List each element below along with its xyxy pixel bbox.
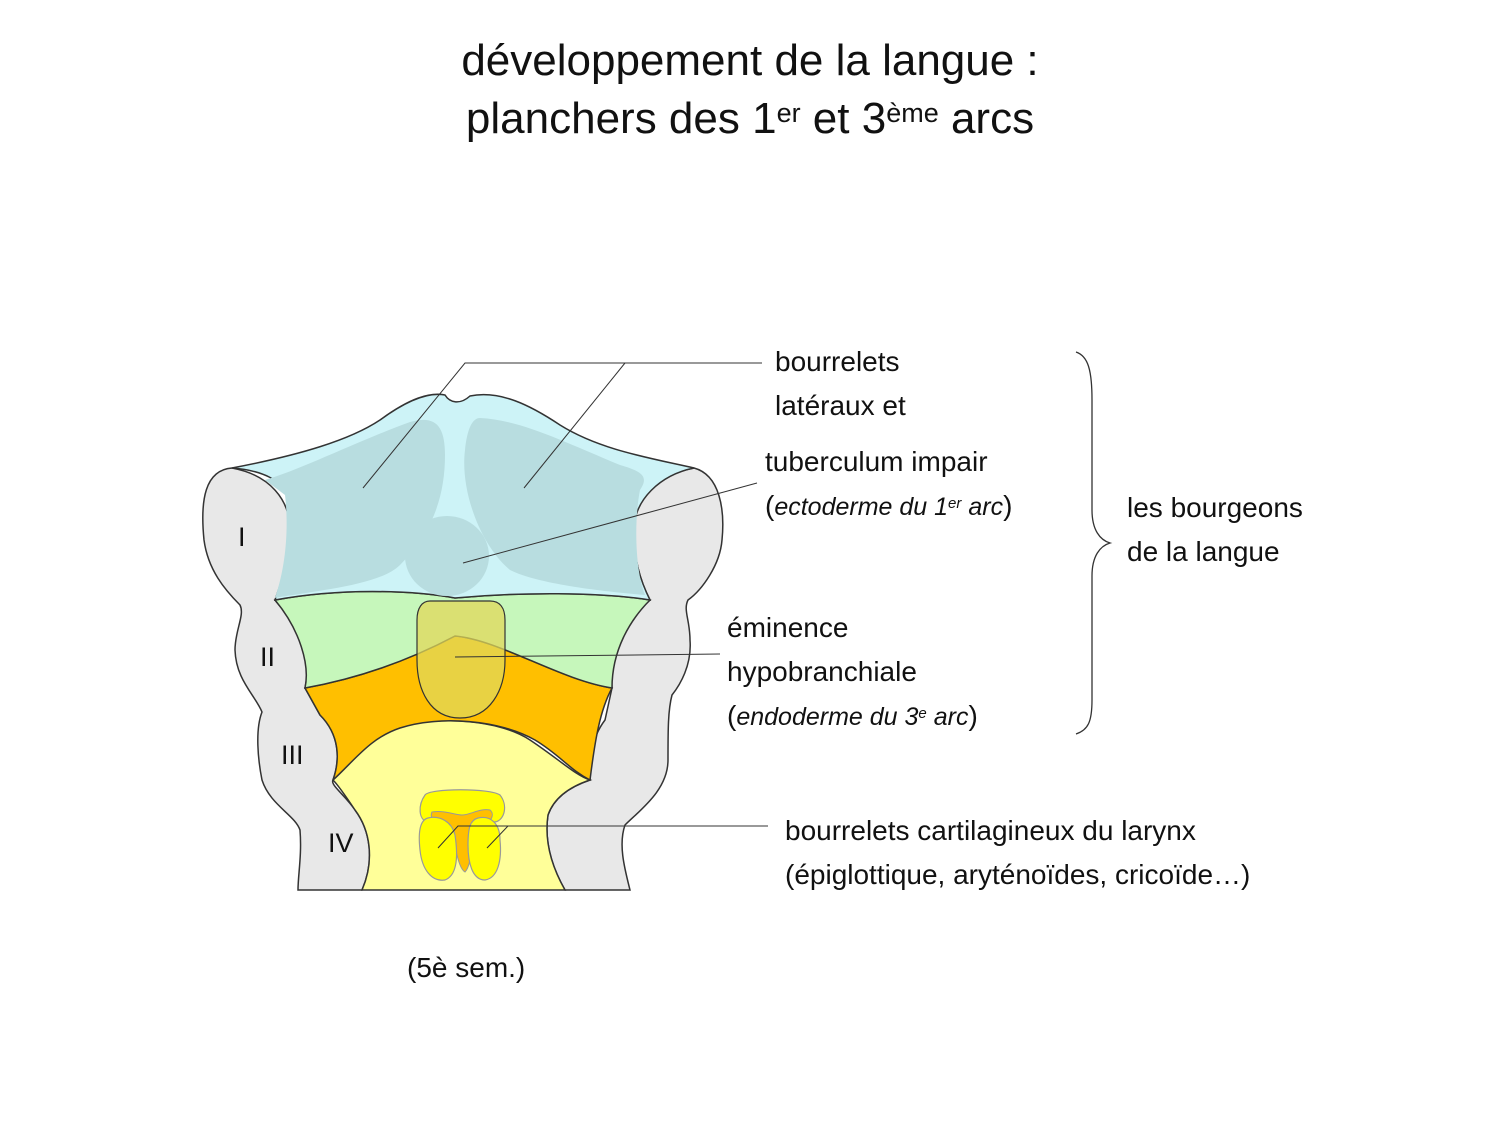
- label-lateral-swellings: bourrelets latéraux et: [775, 346, 906, 421]
- label-hypobranchial-eminence: éminence hypobranchiale (endoderme du 3e…: [727, 612, 978, 731]
- leader-lines: [362, 362, 768, 849]
- hypobranchial-eminence: [416, 600, 506, 719]
- title-line-2: planchers des 1er et 3ème arcs: [465, 94, 1035, 143]
- arch-label-IV: IV: [328, 828, 354, 858]
- label-tuberculum-impar: tuberculum impair (ectoderme du 1er arc): [765, 446, 1013, 521]
- label-laryngeal-swellings: bourrelets cartilagineux du larynx (épig…: [785, 815, 1251, 890]
- arytenoid-swelling-right: [467, 816, 502, 881]
- slide-title: développement de la langue : planchers d…: [0, 32, 1500, 148]
- arch-label-I: I: [238, 522, 246, 552]
- arch-label-III: III: [281, 740, 304, 770]
- curly-brace: [1075, 351, 1113, 735]
- title-line-1: développement de la langue :: [461, 36, 1039, 85]
- lateral-swelling-left: [265, 419, 445, 598]
- label-stage: (5è sem.): [407, 952, 526, 983]
- label-tongue-buds: les bourgeons de la langue: [1127, 492, 1303, 567]
- arch-label-II: II: [260, 642, 276, 672]
- arytenoid-swelling-left: [418, 816, 458, 881]
- tuberculum-impar: [405, 516, 489, 596]
